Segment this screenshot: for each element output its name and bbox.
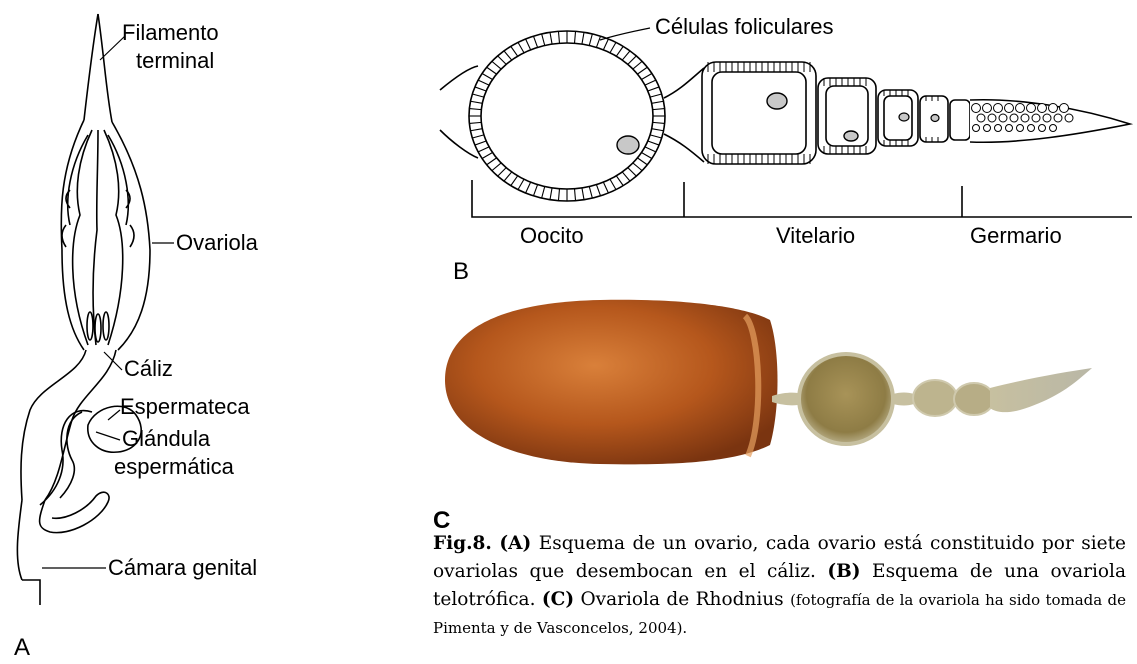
nurse-nucleus-1 xyxy=(767,93,787,109)
germarium-cell xyxy=(1038,104,1047,113)
label-ovariola: Ovariola xyxy=(176,230,259,255)
nurse-nucleus-4 xyxy=(931,115,939,122)
germarium-cell xyxy=(1010,114,1018,122)
germarium-cell xyxy=(1021,114,1029,122)
label-celulas-foliculares: Células foliculares xyxy=(655,14,834,39)
nurse-nucleus-2 xyxy=(844,131,858,141)
germarium-cell xyxy=(988,114,996,122)
panel-a-ovary-diagram xyxy=(17,14,174,605)
germarium-cell xyxy=(1039,125,1046,132)
label-vitelario: Vitelario xyxy=(776,223,855,248)
panel-c-ovariole-photo xyxy=(445,300,1092,465)
label-terminal: terminal xyxy=(136,48,214,73)
germarium-cell xyxy=(972,104,981,113)
label-filamento: Filamento xyxy=(122,20,219,45)
germarium-cell xyxy=(1050,125,1057,132)
panel-b-ovariole-diagram xyxy=(440,28,1132,217)
germarium-cell xyxy=(1054,114,1062,122)
germarium-cell xyxy=(973,125,980,132)
germarium-cell xyxy=(1049,104,1058,113)
panel-b-letter: B xyxy=(453,258,469,285)
panel-a-letter: A xyxy=(14,634,30,661)
label-espermatica: espermática xyxy=(114,454,235,479)
caption-text-c: Ovariola de Rhodnius xyxy=(574,589,790,610)
label-glandula: Glándula xyxy=(122,426,211,451)
germarium-cell xyxy=(977,114,985,122)
caption-tag-c: (C) xyxy=(542,589,574,610)
germarium-cell xyxy=(1032,114,1040,122)
germarium-cell xyxy=(1027,104,1036,113)
caption-fig-label: Fig.8. xyxy=(433,533,492,554)
label-espermateca: Espermateca xyxy=(120,394,250,419)
label-caliz: Cáliz xyxy=(124,356,173,381)
label-germario: Germario xyxy=(970,223,1062,248)
germarium-cell xyxy=(999,114,1007,122)
germarium-cell xyxy=(983,104,992,113)
germarium-cell xyxy=(1005,104,1014,113)
germarium-cell xyxy=(994,104,1003,113)
caption-tag-b: (B) xyxy=(827,561,860,582)
label-camara-genital: Cámara genital xyxy=(108,555,257,580)
figure-caption: Fig.8. (A) Esquema de un ovario, cada ov… xyxy=(433,530,1126,642)
germarium-cell xyxy=(984,125,991,132)
oocyte-nucleus xyxy=(617,136,639,154)
germarium-cell xyxy=(1065,114,1073,122)
germarium-cell xyxy=(995,125,1002,132)
germarium-cell xyxy=(1043,114,1051,122)
label-oocito: Oocito xyxy=(520,223,584,248)
germarium-cell xyxy=(1028,125,1035,132)
germarium-cell xyxy=(1016,104,1025,113)
caption-tag-a: (A) xyxy=(499,533,531,554)
germarium-cell xyxy=(1017,125,1024,132)
nurse-nucleus-3 xyxy=(899,113,909,121)
germarium-cell xyxy=(1006,125,1013,132)
germarium-cell xyxy=(1060,104,1069,113)
